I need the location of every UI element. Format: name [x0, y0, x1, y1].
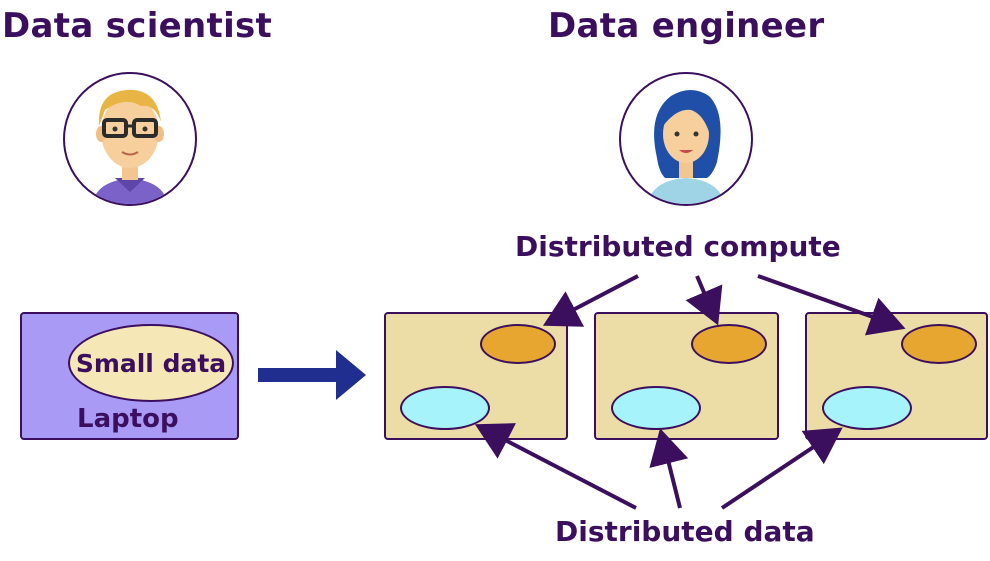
- laptop-box: Small data Laptop: [20, 312, 239, 440]
- data-ellipse-2: [611, 386, 701, 430]
- data-ellipse-1: [400, 386, 490, 430]
- compute-arrow-2: [685, 275, 723, 326]
- compute-ellipse-1: [480, 324, 556, 364]
- data-ellipse-3: [822, 386, 912, 430]
- small-data-label: Small data: [75, 348, 227, 378]
- compute-arrow-1: [542, 274, 639, 327]
- right-arrow-icon: [258, 350, 366, 400]
- compute-ellipse-3: [901, 324, 977, 364]
- data-scientist-avatar: [63, 72, 197, 206]
- data-scientist-title: Data scientist: [2, 6, 273, 46]
- node-box-2: [594, 312, 779, 440]
- compute-arrow-3: [757, 274, 906, 336]
- node-box-1: [384, 312, 568, 440]
- male-glasses-avatar-icon: [93, 89, 167, 204]
- data-arrow-1: [474, 423, 637, 510]
- data-arrow-2: [649, 428, 689, 509]
- distributed-data-label: Distributed data: [555, 515, 815, 548]
- laptop-label: Laptop: [77, 404, 179, 434]
- small-data-ellipse: Small data: [68, 324, 234, 402]
- data-arrow-3: [720, 427, 843, 510]
- female-avatar-icon: [647, 90, 725, 204]
- data-engineer-title: Data engineer: [548, 6, 825, 46]
- compute-ellipse-2: [691, 324, 767, 364]
- distributed-compute-label: Distributed compute: [515, 230, 841, 263]
- data-engineer-avatar: [619, 72, 753, 206]
